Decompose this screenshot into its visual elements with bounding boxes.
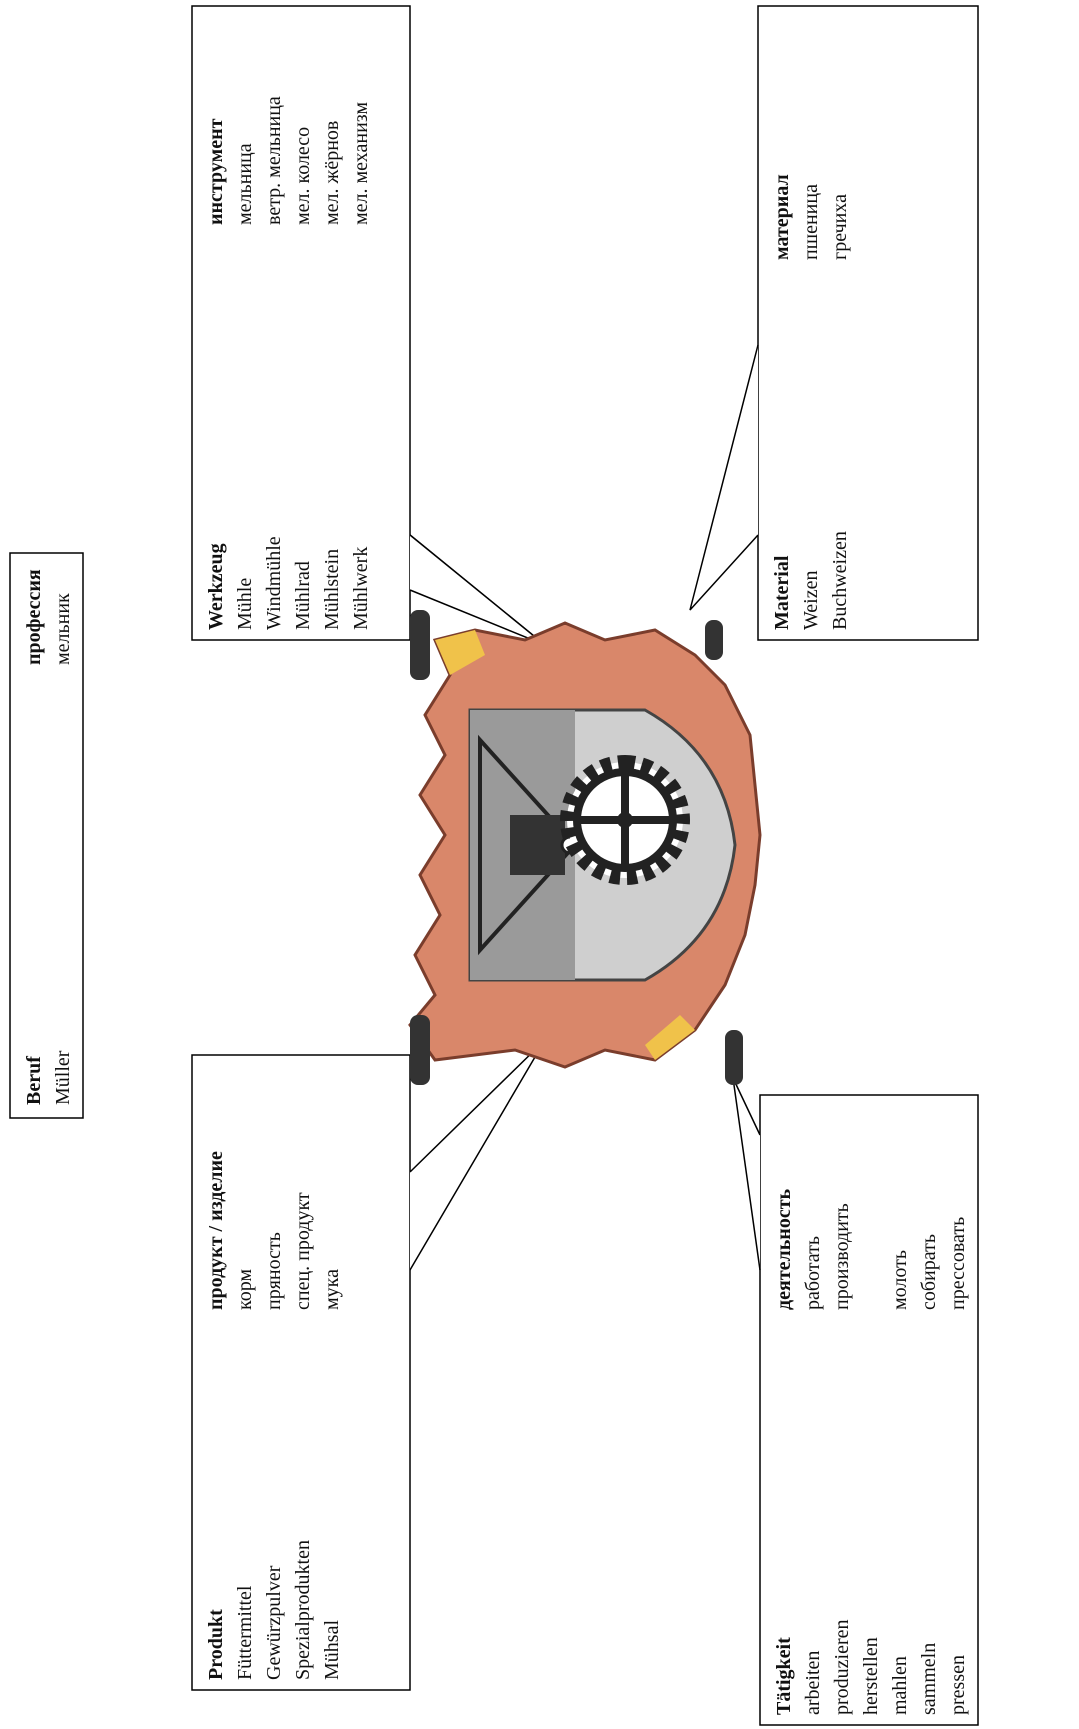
taetigkeit-ru-item [857,1189,886,1310]
beruf-de-column: Beruf Müller [20,1051,78,1105]
werkzeug-de-column: Werkzeug Mühle Windmühle Mühlrad Mühlste… [202,536,376,630]
taetigkeit-de-item: pressen [947,1655,969,1715]
werkzeug-ru-item: ветр. мельница [263,96,285,225]
produkt-de-item: Gewürzpulver [263,1565,285,1680]
material-de-item: Buchweizen [829,531,851,630]
material-ru-heading: материал [771,174,793,260]
taetigkeit-de-item: arbeiten [802,1650,824,1715]
werkzeug-de-item: Mühlwerk [350,546,372,630]
taetigkeit-de-item: herstellen [860,1637,882,1715]
produkt-ru-item: спец. продукт [292,1192,314,1310]
taetigkeit-ru-item: молоть [889,1250,911,1310]
beruf-box-frame [9,552,84,1119]
taetigkeit-ru-item: собирать [918,1234,940,1310]
taetigkeit-ru-item: производить [831,1203,853,1310]
taetigkeit-callout-frame [759,1094,979,1726]
produkt-box: Produkt Füttermittel Gewürzpulver Spezia… [202,1060,402,1680]
produkt-ru-item: корм [234,1268,256,1310]
produkt-ru-item: мука [321,1269,343,1310]
werkzeug-ru-item: мел. жёрнов [321,120,343,225]
taetigkeit-ru-item: прессовать [947,1216,969,1310]
produkt-de-item: Spezialprodukten [292,1540,314,1680]
taetigkeit-ru-item: работать [802,1236,824,1310]
material-callout-pointer [689,344,759,611]
taetigkeit-de-column: Tätigkeit arbeiten produzieren herstelle… [770,1619,973,1715]
produkt-de-item: Mühsal [321,1620,343,1680]
material-ru-item: гречиха [829,194,851,260]
taetigkeit-de-item: sammeln [918,1642,940,1715]
produkt-ru-item: пряность [263,1232,285,1310]
beruf-ru-heading: профессия [23,569,45,665]
beruf-ru-item: мельник [52,593,74,665]
werkzeug-de-item: Mühlstein [321,548,343,630]
werkzeug-ru-item: мел. колесо [292,126,314,225]
beruf-box: Beruf Müller профессия мельник [20,565,80,1105]
taetigkeit-ru-heading: деятельность [773,1188,795,1310]
werkzeug-de-heading: Werkzeug [205,543,227,630]
werkzeug-ru-column: инструмент мельница ветр. мельница мел. … [202,96,376,225]
taetigkeit-de-item: produzieren [831,1619,853,1715]
material-de-heading: Material [771,555,793,630]
material-box: Material Weizen Buchweizen материал пшен… [768,10,968,630]
produkt-de-column: Produkt Füttermittel Gewürzpulver Spezia… [202,1540,347,1680]
material-ru-column: материал пшеница гречиха [768,174,855,260]
produkt-de-heading: Produkt [205,1609,227,1680]
material-de-item: Weizen [800,570,822,630]
taetigkeit-de-heading: Tätigkeit [773,1637,795,1715]
beruf-ru-column: профессия мельник [20,569,78,665]
werkzeug-de-item: Windmühle [263,536,285,630]
beruf-de-heading: Beruf [23,1056,45,1105]
werkzeug-de-item: Mühle [234,577,256,630]
produkt-de-item: Füttermittel [234,1585,256,1680]
material-callout-frame [757,5,979,641]
werkzeug-ru-heading: инструмент [205,118,227,225]
werkzeug-ru-item: мельница [234,143,256,225]
produkt-ru-heading: продукт / изделие [205,1151,227,1310]
produkt-callout-frame [191,1054,411,1691]
werkzeug-ru-item: мел. механизм [350,101,372,225]
produkt-ru-column: продукт / изделие корм пряность спец. пр… [202,1151,347,1310]
beruf-de-item: Müller [52,1050,74,1105]
taetigkeit-de-item: mahlen [889,1656,911,1715]
taetigkeit-box: Tätigkeit arbeiten produzieren herstelle… [770,1095,970,1715]
werkzeug-de-item: Mühlrad [292,561,314,630]
taetigkeit-ru-column: деятельность работать производить молоть… [770,1189,973,1310]
material-de-column: Material Weizen Buchweizen [768,531,855,630]
material-ru-item: пшеница [800,184,822,260]
werkzeug-box: Werkzeug Mühle Windmühle Mühlrad Mühlste… [202,10,402,630]
